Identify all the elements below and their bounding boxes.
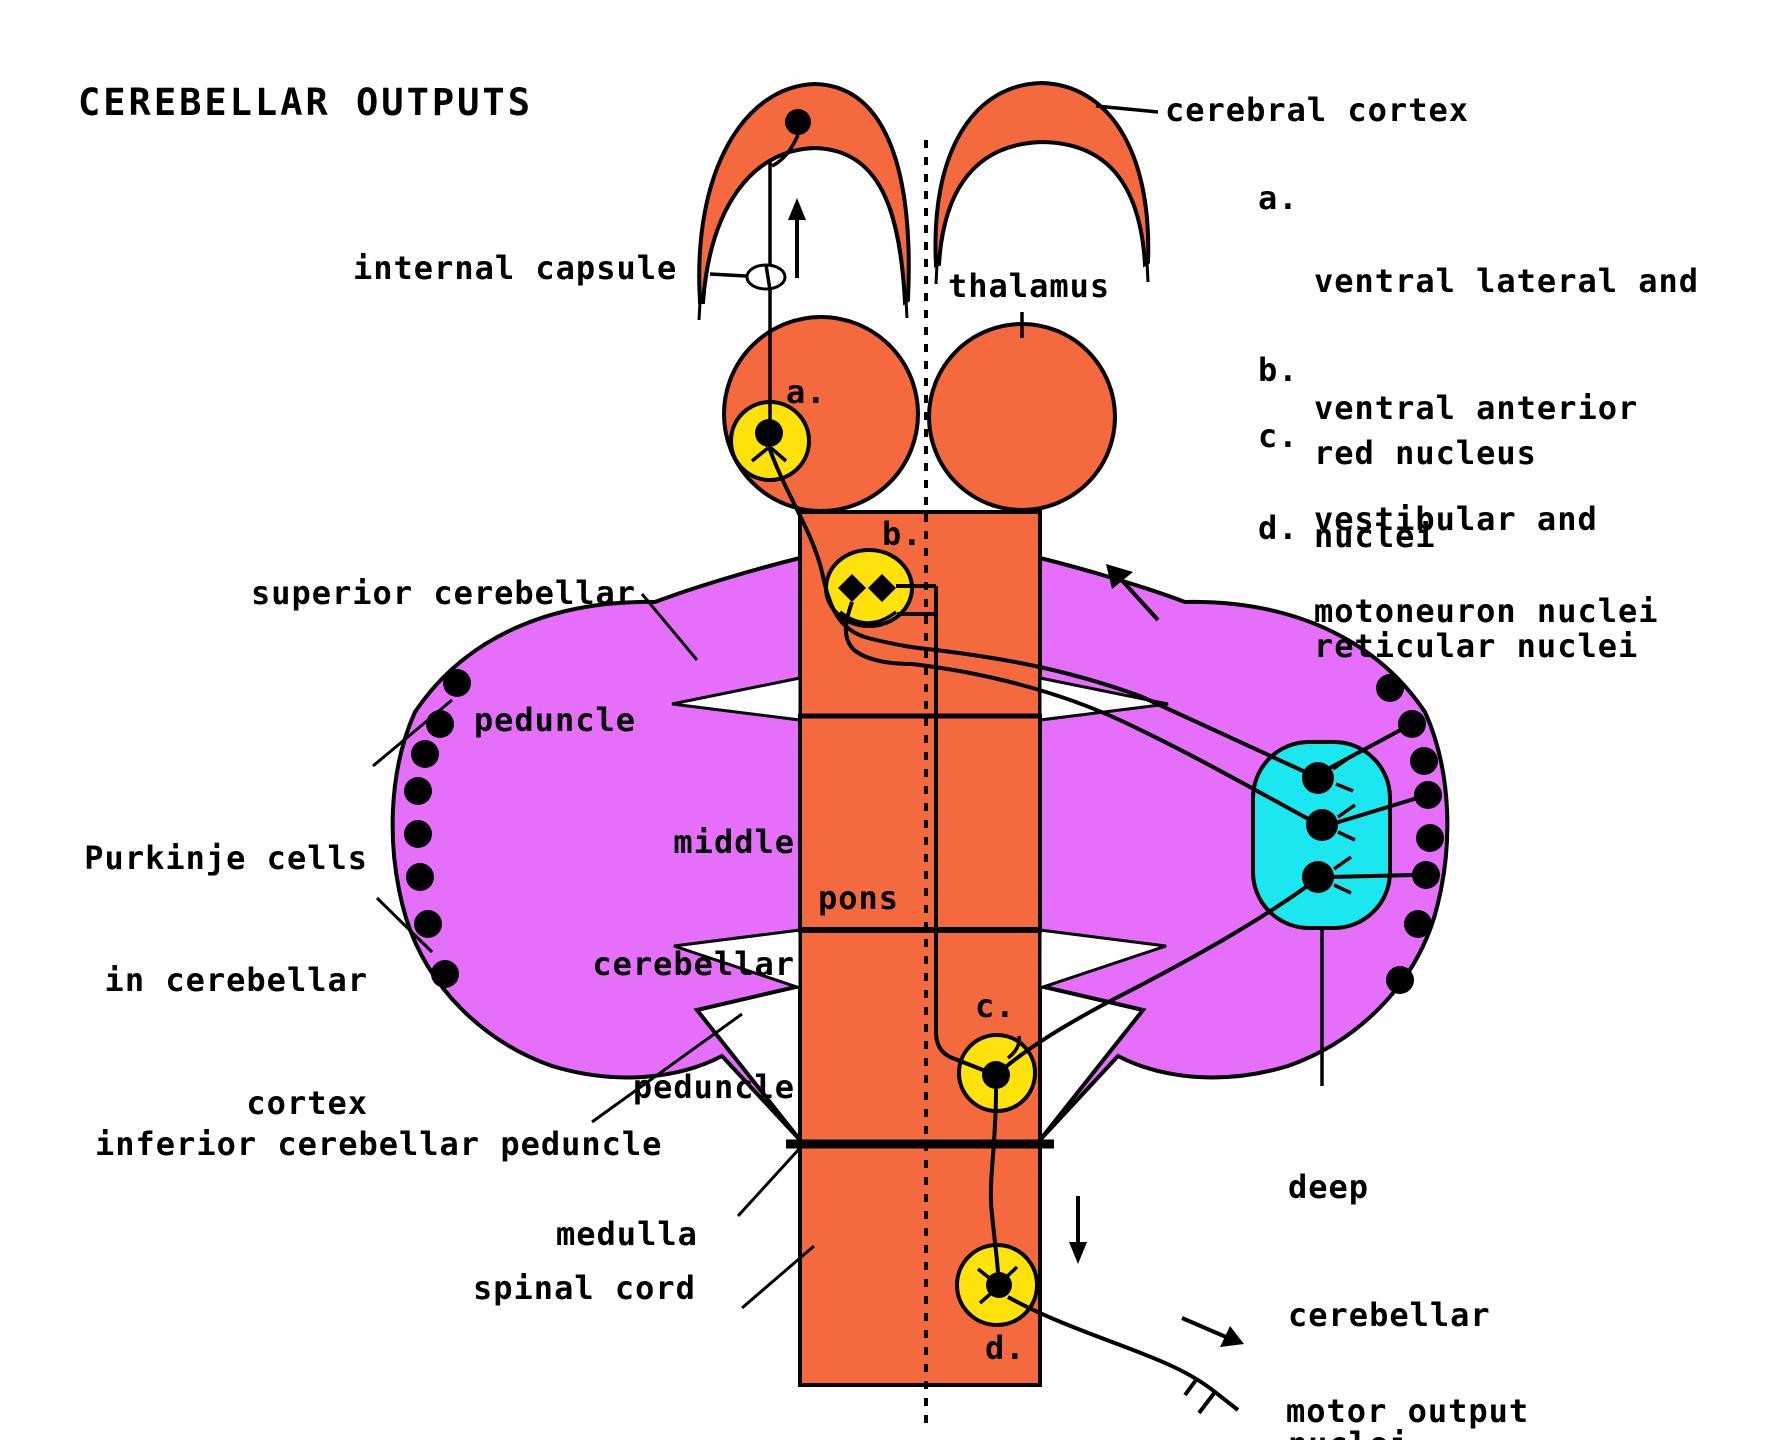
- terminal-marks-c: [1006, 1035, 1022, 1060]
- label-deep-cerebellar-nuclei: deep cerebellar nuclei: [1288, 1167, 1491, 1440]
- marker-d: d.: [985, 1329, 1026, 1367]
- leader-internal-capsule: [709, 272, 747, 278]
- label-inferior-cerebellar-peduncle: inferior cerebellar peduncle: [95, 1125, 663, 1163]
- label-cerebral-cortex: cerebral cortex: [1165, 91, 1469, 129]
- legend-item-c: c. vestibular and reticular nuclei: [1258, 418, 1638, 747]
- marker-b: b.: [882, 515, 923, 553]
- purkinje-dots-right: [1376, 674, 1444, 994]
- cerebral-cortex-right: [933, 80, 1151, 268]
- wedge-left-lower: [673, 928, 802, 991]
- marker-a: a.: [786, 373, 827, 411]
- cortex-tip-ticks: [697, 261, 1150, 321]
- nucleus-a-dot: [755, 419, 783, 447]
- legend-key-a: a.: [1258, 179, 1299, 217]
- pathway-b-to-c: [896, 584, 989, 1074]
- pathway-d-to-muscles: [1007, 1295, 1240, 1415]
- label-purkinje-cells: Purkinje cells in cerebellar cortex: [84, 838, 368, 1122]
- terminal-marks-deep-nuclei: [1331, 755, 1357, 895]
- deep-nucleus-dot-3: [1302, 861, 1334, 893]
- legend-key-c: c.: [1258, 417, 1299, 455]
- nucleus-c-dot: [982, 1061, 1010, 1089]
- pathway-c-to-d: [988, 1088, 1000, 1273]
- terminal-marks-b: [838, 610, 898, 625]
- label-spinal-cord: spinal cord: [473, 1269, 696, 1307]
- pathway-fastigial-to-c: [1000, 882, 1312, 1072]
- nucleus-b-dot-right: [868, 574, 896, 602]
- nucleus-d-dot: [986, 1272, 1012, 1298]
- motor-output-arrow: [1181, 1316, 1244, 1347]
- label-internal-capsule: internal capsule: [353, 249, 678, 287]
- marker-c: c.: [975, 987, 1016, 1025]
- up-left-arrow-superior-peduncle: [1106, 564, 1160, 622]
- legend-item-d: d. motoneuron nuclei: [1258, 510, 1659, 711]
- leader-cerebral-cortex: [1095, 104, 1159, 114]
- wedge-right-lower: [1038, 928, 1167, 991]
- wedge-left-upper: [671, 676, 802, 722]
- legend-key-b: b.: [1258, 351, 1299, 389]
- terminal-marks-a: [750, 446, 788, 463]
- cerebral-cortex-left: [697, 81, 911, 306]
- label-superior-cerebellar-peduncle: superior cerebellar peduncle: [250, 573, 636, 740]
- deep-nucleus-dot-2: [1306, 809, 1338, 841]
- label-motor-output: motor output to muscles: [1286, 1391, 1530, 1430]
- leader-inferior-peduncle: [591, 1012, 743, 1124]
- leader-medulla: [736, 1146, 802, 1218]
- down-arrow-right: [1069, 1196, 1087, 1264]
- legend-item-a: a. ventral lateral and ventral anterior …: [1258, 180, 1699, 636]
- page-title: CEREBELLAR OUTPUTS: [78, 81, 533, 124]
- label-pons: pons: [818, 879, 900, 917]
- thalamus-right: [927, 322, 1117, 512]
- deep-nucleus-dot-1: [1302, 762, 1334, 794]
- legend-key-d: d.: [1258, 509, 1299, 547]
- leader-purkinje: [372, 698, 453, 954]
- legend-item-b: b. red nucleus: [1258, 352, 1537, 553]
- up-arrow-internal-capsule: [788, 198, 806, 278]
- corticospinal-line: [768, 134, 800, 430]
- cortex-cell-dot: [785, 109, 811, 135]
- label-medulla: medulla: [556, 1215, 698, 1253]
- leader-spinal-cord: [741, 1244, 815, 1310]
- pathway-b-to-dentate: [843, 601, 1315, 824]
- label-thalamus: thalamus: [948, 267, 1111, 305]
- purkinje-dots-left: [404, 669, 471, 988]
- pathway-a-to-dentate: [767, 446, 1315, 778]
- nucleus-b-dot-left: [838, 574, 866, 602]
- label-middle-cerebellar-peduncle: middle cerebellar peduncle: [592, 822, 795, 1106]
- leader-superior-peduncle: [640, 593, 699, 661]
- line-through-loop: [764, 264, 772, 291]
